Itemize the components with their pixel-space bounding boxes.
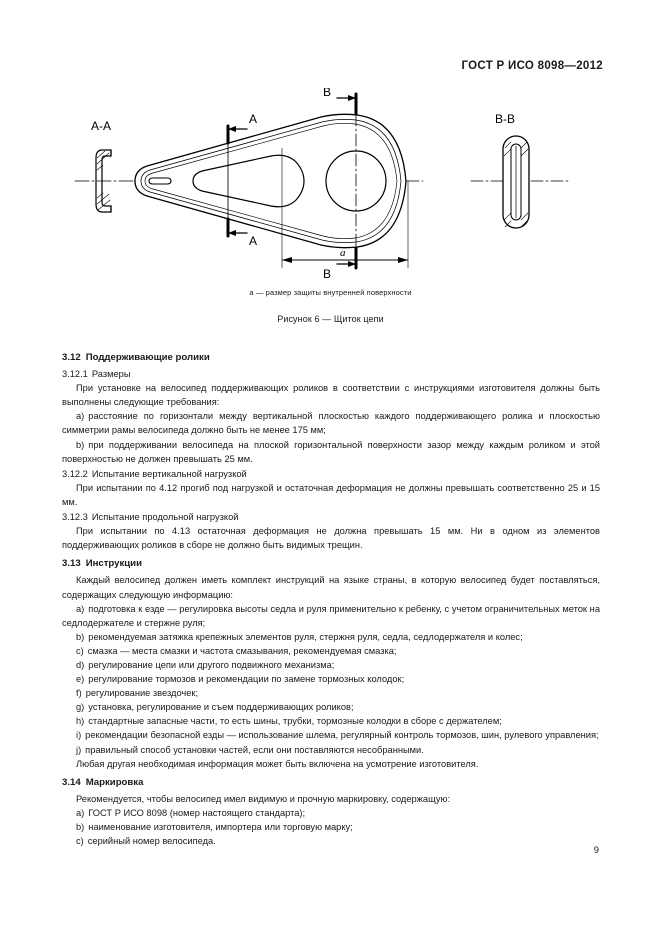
- heading-3-12-number: 3.12: [62, 352, 81, 363]
- figure-6-chain-guard: A-A: [0, 88, 661, 288]
- heading-3-12-2-number: 3.12.2: [62, 468, 88, 479]
- list-item-3-13-d: d)регулирование цепи или другого подвижн…: [62, 658, 600, 672]
- list-marker: h): [76, 716, 85, 727]
- section-b-b-profile: [501, 135, 530, 229]
- list-marker: b): [76, 439, 85, 450]
- section-cut-b: B B: [323, 88, 357, 281]
- heading-3-13-title: Инструкции: [85, 558, 142, 570]
- heading-3-12-title: Поддерживающие ролики: [85, 352, 210, 363]
- list-marker: c): [76, 645, 84, 656]
- list-text: рекомендуемая затяжка крепежных элементо…: [88, 631, 523, 642]
- chain-guard-drawing-svg: A-A: [74, 88, 571, 281]
- heading-3-13: 3.13 Инструкции: [62, 557, 600, 571]
- list-text: рекомендации безопасной езды — использов…: [85, 730, 599, 741]
- label-section-a-a: A-A: [91, 119, 111, 133]
- list-item-3-13-j: j)правильный способ установки частей, ес…: [62, 743, 600, 757]
- heading-3-12-3-title: Испытание продольной нагрузкой: [91, 512, 239, 523]
- list-item-3-14-a: a)ГОСТ Р ИСО 8098 (номер настоящего стан…: [62, 806, 600, 820]
- label-cut-a-top: A: [249, 112, 257, 126]
- list-marker: b): [76, 822, 85, 832]
- list-marker: d): [76, 659, 85, 670]
- paragraph-3-12-1-intro: При установке на велосипед поддерживающи…: [62, 383, 600, 408]
- list-marker: a): [76, 807, 85, 818]
- heading-3-12: 3.12 Поддерживающие ролики: [62, 351, 600, 365]
- list-marker: g): [76, 702, 85, 713]
- page-number: 9: [593, 845, 599, 856]
- list-text: регулирование тормозов и рекомендации по…: [88, 674, 405, 685]
- label-cut-b-top: B: [323, 88, 331, 99]
- list-text: смазка — места смазки и частота смазыван…: [87, 645, 397, 656]
- section-cut-a: A A: [226, 112, 257, 248]
- figure-caption: Рисунок 6 — Щиток цепи: [277, 314, 384, 324]
- label-dimension-a: a: [340, 247, 346, 259]
- list-text: регулирование звездочек;: [85, 688, 199, 699]
- list-marker: f): [76, 688, 82, 699]
- paragraph-3-13-closing: Любая другая необходимая информация може…: [76, 758, 479, 769]
- list-item-3-13-e: e)регулирование тормозов и рекомендации …: [62, 672, 600, 686]
- list-text: установка, регулирование и съем поддержи…: [88, 702, 354, 713]
- list-text: регулирование цепи или другого подвижног…: [88, 659, 335, 670]
- list-marker: e): [76, 674, 85, 685]
- list-item-3-13-f: f)регулирование звездочек;: [62, 686, 600, 700]
- list-item-3-13-c: c)смазка — места смазки и частота смазыв…: [62, 644, 600, 658]
- heading-3-13-number: 3.13: [62, 558, 81, 570]
- list-text: наименование изготовителя, импортера или…: [88, 822, 353, 832]
- list-marker: c): [76, 836, 84, 847]
- list-text: при поддерживании велосипеда на плоской …: [62, 439, 600, 464]
- heading-3-12-1-number: 3.12.1: [62, 369, 88, 380]
- list-marker: a): [76, 411, 85, 422]
- heading-3-12-1-title: Размеры: [91, 369, 131, 380]
- list-text: правильный способ установки частей, если…: [85, 744, 424, 755]
- section-a-a-profile: [94, 149, 112, 213]
- list-item-3-14-b: b)наименование изготовителя, импортера и…: [62, 820, 600, 834]
- list-item-3-12-1-a: a)расстояние по горизонтали между вертик…: [62, 409, 600, 437]
- list-marker: i): [76, 730, 82, 741]
- label-section-b-b: B-B: [495, 112, 515, 126]
- list-item-3-13-b: b)рекомендуемая затяжка крепежных элемен…: [62, 630, 600, 644]
- list-text: ГОСТ Р ИСО 8098 (номер настоящего станда…: [88, 807, 306, 818]
- list-item-3-12-1-b: b)при поддерживании велосипеда на плоско…: [62, 438, 600, 466]
- dimension-a: a: [281, 147, 408, 269]
- list-marker: a): [76, 603, 85, 614]
- paragraph-3-14-intro: Рекомендуется, чтобы велосипед имел види…: [76, 793, 451, 804]
- list-marker: b): [76, 631, 85, 642]
- paragraph-3-12-3: При испытании по 4.13 остаточная деформа…: [62, 526, 600, 551]
- list-marker: j): [76, 744, 82, 755]
- list-item-3-14-c: c)серийный номер велосипеда.: [62, 834, 600, 848]
- heading-3-12-3-number: 3.12.3: [62, 512, 88, 523]
- list-text: подготовка к езде — регулировка высоты с…: [62, 603, 600, 628]
- list-item-3-13-g: g)установка, регулирование и съем поддер…: [62, 700, 600, 714]
- heading-3-14: 3.14 Маркировка: [62, 776, 600, 790]
- list-item-3-13-i: i)рекомендации безопасной езды — использ…: [62, 728, 600, 742]
- list-text: серийный номер велосипеда.: [87, 836, 216, 847]
- figure-note: a — размер защиты внутренней поверхности: [249, 288, 412, 297]
- mounting-slot: [147, 177, 172, 185]
- teardrop-cutout: [191, 154, 305, 208]
- page-header-standard-number: ГОСТ Р ИСО 8098—2012: [461, 60, 603, 72]
- label-cut-b-bot: B: [323, 267, 331, 281]
- list-item-3-13-a: a)подготовка к езде — регулировка высоты…: [62, 602, 600, 630]
- heading-3-12-2-title: Испытание вертикальной нагрузкой: [91, 468, 247, 479]
- list-text: расстояние по горизонтали между вертикал…: [62, 411, 600, 436]
- label-cut-b-bottom: A: [249, 234, 257, 248]
- list-text: стандартные запасные части, то есть шины…: [88, 716, 502, 727]
- heading-3-14-number: 3.14: [62, 776, 81, 788]
- heading-3-14-title: Маркировка: [85, 776, 144, 788]
- paragraph-3-12-2: При испытании по 4.12 прогиб под нагрузк…: [62, 482, 600, 507]
- list-item-3-13-h: h)стандартные запасные части, то есть ши…: [62, 714, 600, 728]
- paragraph-3-13-intro: Каждый велосипед должен иметь комплект и…: [62, 575, 600, 600]
